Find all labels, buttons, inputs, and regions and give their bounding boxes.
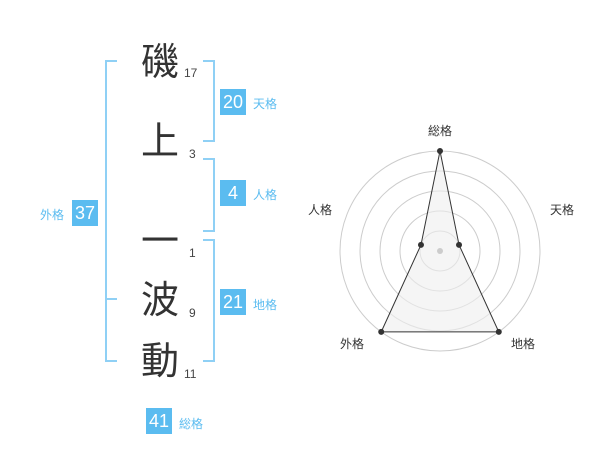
tenkaku-label: 天格 <box>253 97 278 111</box>
stroke-count-2: 3 <box>189 147 196 161</box>
name-char-1: 磯 <box>141 40 180 84</box>
soukaku-label: 総格 <box>179 417 204 431</box>
gaikaku-value: 37 <box>72 200 98 226</box>
radar-point-1 <box>456 241 463 248</box>
radar-axis-label-soukaku: 総格 <box>428 124 453 138</box>
radar-point-0 <box>437 148 443 154</box>
gaikaku-label: 外格 <box>40 208 65 222</box>
tenkaku-value: 20 <box>220 89 246 115</box>
name-char-4: 波 <box>141 278 180 322</box>
radar-center-point <box>437 248 443 254</box>
name-char-3: 一 <box>141 219 180 263</box>
radar-point-3 <box>378 328 385 335</box>
stroke-count-3: 1 <box>189 246 196 260</box>
radar-axis-label-gaikaku: 外格 <box>340 337 365 351</box>
name-char-5: 動 <box>141 339 180 383</box>
chikaku-label: 地格 <box>253 298 278 312</box>
name-char-2: 上 <box>141 119 180 163</box>
radar-axis-label-jinkaku: 人格 <box>308 203 333 217</box>
jinkaku-label: 人格 <box>253 188 278 202</box>
radar-point-4 <box>417 241 424 248</box>
radar-point-2 <box>495 328 502 335</box>
gaikaku-bracket <box>105 60 117 362</box>
chikaku-value: 21 <box>220 289 246 315</box>
radar-polygon <box>380 150 500 333</box>
stroke-count-5: 11 <box>184 367 197 381</box>
radar-axis-label-tenkaku: 天格 <box>550 203 575 217</box>
radar-axis-label-chikaku: 地格 <box>511 337 536 351</box>
stroke-count-4: 9 <box>189 306 196 320</box>
jinkaku-value: 4 <box>220 180 246 206</box>
stroke-count-1: 17 <box>184 66 198 80</box>
chikaku-bracket <box>203 239 215 362</box>
tenkaku-bracket <box>203 60 215 142</box>
gaikaku-bracket-split <box>105 298 117 300</box>
soukaku-value: 41 <box>146 408 172 434</box>
jinkaku-bracket <box>203 158 215 232</box>
